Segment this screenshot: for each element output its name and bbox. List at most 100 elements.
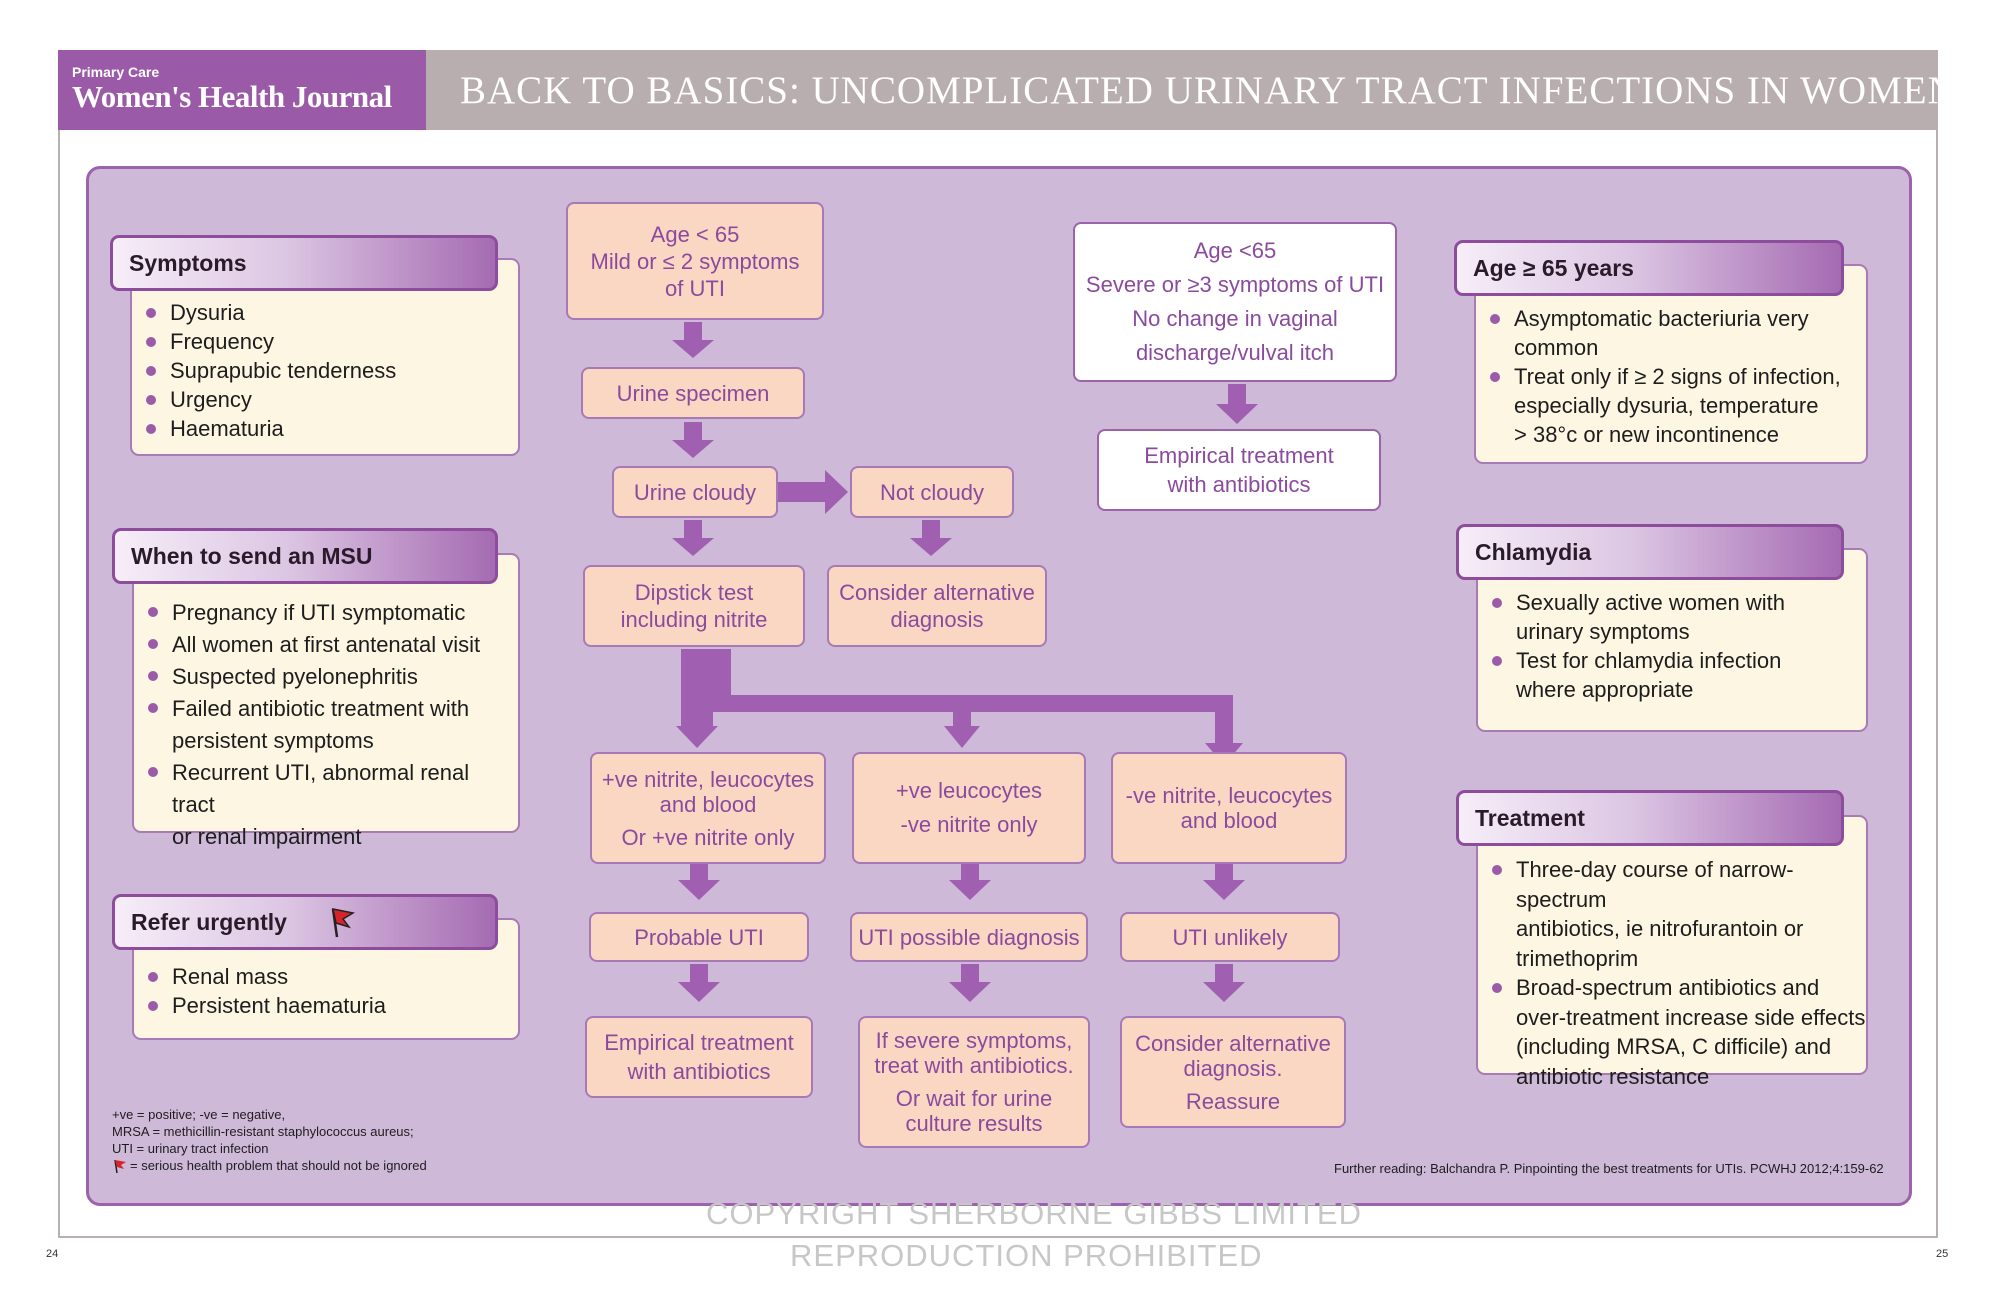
- urine-cloudy-box: Urine cloudy: [612, 466, 778, 518]
- footnote-line: UTI = urinary tract infection: [112, 1141, 269, 1156]
- flow-text: Empirical treatment: [604, 1030, 794, 1055]
- flow-text: +ve nitrite, leucocytes: [601, 766, 815, 792]
- red-flag-icon: [331, 908, 355, 938]
- probable-uti-box: Probable UTI: [589, 912, 809, 962]
- journal-logo: Primary Care Women's Health Journal: [58, 50, 426, 130]
- list-item: Broad-spectrum antibiotics and: [1478, 973, 1866, 1003]
- flow-text: of UTI: [665, 275, 725, 301]
- flow-text: Age < 65: [650, 221, 740, 247]
- age65-box: Asymptomatic bacteriuria very common Tre…: [1474, 264, 1868, 464]
- flow-text: and blood: [659, 791, 757, 817]
- list-item: Failed antibiotic treatment with: [134, 693, 518, 725]
- uti-unlikely-box: UTI unlikely: [1120, 912, 1340, 962]
- flow-text: If severe symptoms,: [875, 1028, 1073, 1053]
- treatment-heading: Treatment: [1456, 790, 1844, 846]
- result-positive-leucocytes-box: +ve leucocytes -ve nitrite only: [852, 752, 1086, 864]
- age-severe-box: Age <65 Severe or ≥3 symptoms of UTI No …: [1073, 222, 1397, 382]
- page-title: BACK TO BASICS: UNCOMPLICATED URINARY TR…: [460, 69, 1957, 112]
- not-cloudy-box: Not cloudy: [850, 466, 1014, 518]
- copyright-line-1: COPYRIGHT SHERBORNE GIBBS LIMITED: [706, 1196, 1362, 1231]
- uti-possible-box: UTI possible diagnosis: [850, 912, 1088, 962]
- arrow-down-icon: [672, 520, 714, 556]
- arrow-down-icon: [949, 862, 991, 900]
- list-item: Recurrent UTI, abnormal renal tract: [134, 757, 518, 821]
- flow-text: Reassure: [1185, 1088, 1281, 1114]
- page-number-left: 24: [46, 1248, 59, 1260]
- empirical-treatment-box: Empirical treatment with antibiotics: [585, 1016, 813, 1098]
- dipstick-box: Dipstick test including nitrite: [583, 565, 805, 647]
- age65-heading: Age ≥ 65 years: [1454, 240, 1844, 296]
- red-flag-icon: [114, 1159, 126, 1173]
- list-item: Asymptomatic bacteriuria very: [1476, 304, 1866, 333]
- arrow-down-icon: [910, 520, 952, 556]
- arrow-down-icon: [1203, 964, 1245, 1002]
- page-number-right: 25: [1936, 1248, 1949, 1260]
- flow-text: +ve leucocytes: [895, 778, 1043, 803]
- list-item-continued: common: [1514, 335, 1599, 360]
- flow-text: Consider alternative: [839, 580, 1035, 605]
- flow-text: Not cloudy: [880, 479, 984, 505]
- list-item-continued: > 38°c or new incontinence: [1514, 422, 1780, 447]
- flow-text: Empirical treatment: [1144, 443, 1334, 468]
- flow-text: Consider alternative: [1135, 1030, 1331, 1056]
- logo-small-text: Primary Care: [72, 64, 160, 80]
- flow-text: Age <65: [1193, 238, 1277, 263]
- arrow-right-icon: [778, 470, 848, 514]
- list-item-continued: urinary symptoms: [1516, 619, 1690, 644]
- list-item: Treat only if ≥ 2 signs of infection,: [1476, 362, 1866, 391]
- symptoms-box: Dysuria Frequency Suprapubic tenderness …: [130, 258, 520, 456]
- list-item-continued: where appropriate: [1516, 677, 1694, 702]
- logo-big-text: Women's Health Journal: [72, 79, 392, 114]
- list-item-continued: antibiotics, ie nitrofurantoin or: [1516, 916, 1804, 941]
- result-positive-nitrite-box: +ve nitrite, leucocytes and blood Or +ve…: [590, 752, 826, 864]
- flow-text: -ve nitrite, leucocytes: [1125, 783, 1333, 808]
- flow-text: treat with antibiotics.: [874, 1053, 1074, 1078]
- chlamydia-heading: Chlamydia: [1456, 524, 1844, 580]
- refer-list: Renal mass Persistent haematuria: [134, 962, 518, 1020]
- arrow-down-icon: [1203, 862, 1245, 900]
- urine-specimen-box: Urine specimen: [581, 367, 805, 419]
- chlamydia-list: Sexually active women with urinary sympt…: [1478, 588, 1866, 704]
- list-item: Test for chlamydia infection: [1478, 646, 1866, 675]
- msu-heading: When to send an MSU: [112, 528, 498, 584]
- flow-text: diagnosis.: [1183, 1055, 1283, 1081]
- footnote-line: MRSA = methicillin-resistant staphylococ…: [112, 1124, 414, 1139]
- flow-text: UTI unlikely: [1172, 924, 1288, 950]
- alt-diagnosis-box: Consider alternative diagnosis: [827, 565, 1047, 647]
- list-item-continued: (including MRSA, C difficile) and: [1516, 1034, 1832, 1059]
- list-item: Persistent haematuria: [134, 991, 518, 1020]
- footnote-line: = serious health problem that should not…: [130, 1158, 427, 1173]
- flow-text: Dipstick test: [634, 580, 754, 605]
- flow-text: diagnosis: [890, 607, 984, 632]
- list-item: Dysuria: [132, 298, 518, 327]
- list-item: Sexually active women with: [1478, 588, 1866, 617]
- list-item: Suprapubic tenderness: [132, 356, 518, 385]
- age-mild-box: Age < 65 Mild or ≤ 2 symptoms of UTI: [566, 202, 824, 320]
- arrow-down-icon: [944, 726, 980, 748]
- flow-text: Severe or ≥3 symptoms of UTI: [1085, 272, 1385, 297]
- flow-text: discharge/vulval itch: [1135, 340, 1335, 365]
- list-item: Haematuria: [132, 414, 518, 443]
- flow-text: with antibiotics: [627, 1059, 771, 1084]
- msu-box: Pregnancy if UTI symptomatic All women a…: [132, 553, 520, 849]
- consider-alternative-box: Consider alternative diagnosis. Reassure: [1120, 1016, 1346, 1128]
- age65-list: Asymptomatic bacteriuria very common Tre…: [1476, 304, 1866, 449]
- flow-text: Or +ve nitrite only: [621, 824, 795, 850]
- empirical-treatment-top-box: Empirical treatment with antibiotics: [1097, 429, 1381, 511]
- arrow-down-icon: [678, 964, 720, 1002]
- arrow-down-icon: [678, 862, 720, 900]
- flow-text: and blood: [1180, 808, 1278, 833]
- list-item: Urgency: [132, 385, 518, 414]
- list-item: Frequency: [132, 327, 518, 356]
- flow-text: UTI possible diagnosis: [858, 924, 1080, 950]
- copyright-line-2: REPRODUCTION PROHIBITED: [790, 1238, 1263, 1273]
- further-reading: Further reading: Balchandra P. Pinpointi…: [1334, 1161, 1884, 1176]
- arrow-down-icon: [672, 322, 714, 358]
- list-item-continued: trimethoprim: [1516, 945, 1639, 971]
- list-item: Renal mass: [134, 962, 518, 991]
- list-item: Pregnancy if UTI symptomatic: [134, 597, 518, 629]
- msu-list: Pregnancy if UTI symptomatic All women a…: [134, 597, 518, 853]
- flow-text: -ve nitrite only: [900, 812, 1038, 837]
- list-item-continued: persistent symptoms: [172, 728, 374, 753]
